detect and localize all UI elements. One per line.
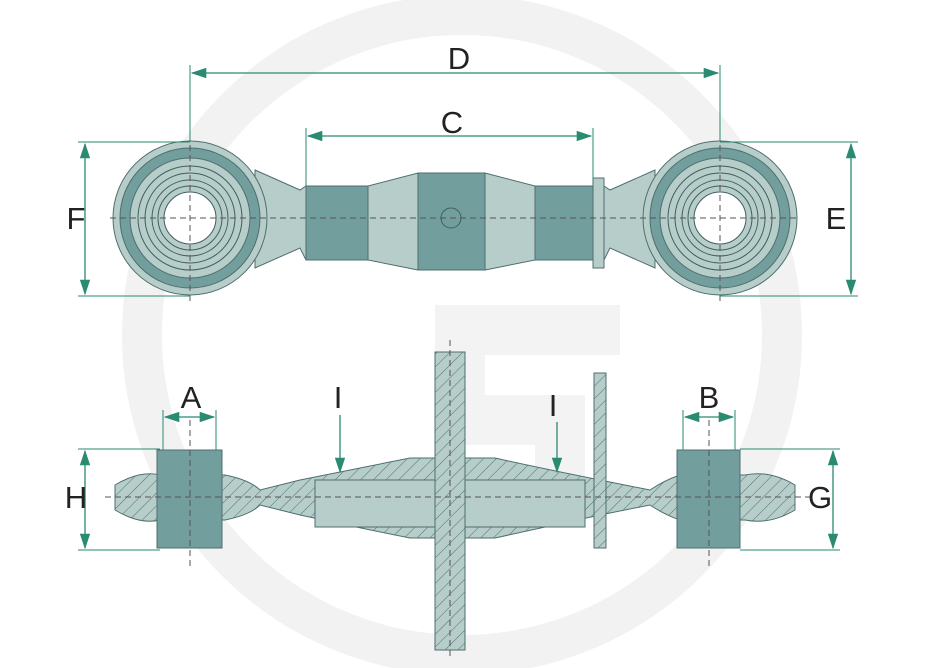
label-e: E <box>826 201 847 236</box>
label-b: B <box>699 380 720 415</box>
dimension-labels: D C F E A B H G I I <box>65 41 847 515</box>
label-h: H <box>65 480 87 515</box>
label-d: D <box>448 41 470 76</box>
label-c: C <box>441 105 463 140</box>
label-i-right: I <box>549 388 558 423</box>
label-f: F <box>67 201 86 236</box>
label-i-left: I <box>334 380 343 415</box>
dimension-lines <box>78 65 858 551</box>
top-view <box>110 135 800 305</box>
label-a: A <box>181 380 202 415</box>
label-g: G <box>808 480 832 515</box>
section-view <box>105 340 810 660</box>
turnbuckle-body <box>305 172 605 271</box>
